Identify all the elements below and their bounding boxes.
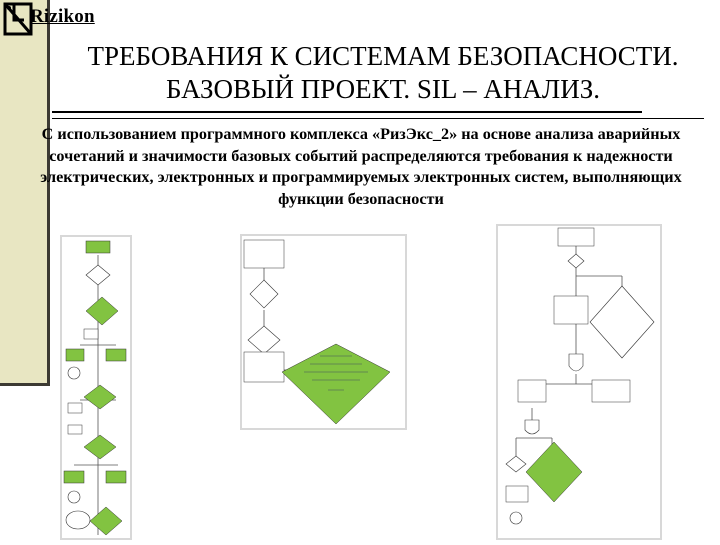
title-underline-thin bbox=[52, 118, 704, 119]
sidebar-divider bbox=[47, 0, 50, 383]
sidebar-bottom-rule bbox=[0, 383, 50, 386]
title-underline bbox=[52, 111, 642, 113]
rizikon-logo-icon bbox=[3, 2, 33, 36]
sidebar-band bbox=[0, 0, 47, 383]
fault-tree-diagram-icon bbox=[62, 237, 130, 538]
fault-tree-diagram-middle bbox=[240, 234, 407, 430]
title-line-1: ТРЕБОВАНИЯ К СИСТЕМАМ БЕЗОПАСНОСТИ. bbox=[87, 41, 679, 71]
logo-text: Rizikon bbox=[30, 6, 95, 27]
fault-tree-diagram-right bbox=[496, 224, 662, 540]
rizikon-logo: Rizikon bbox=[2, 0, 107, 40]
fault-tree-diagram-left bbox=[60, 235, 132, 540]
description-paragraph: С использованием программного комплекса … bbox=[40, 125, 682, 208]
page-title: ТРЕБОВАНИЯ К СИСТЕМАМ БЕЗОПАСНОСТИ. БАЗО… bbox=[52, 40, 714, 106]
title-line-2: БАЗОВЫЙ ПРОЕКТ. SIL – АНАЛИЗ. bbox=[165, 74, 601, 104]
fault-tree-diagram-icon bbox=[498, 226, 660, 538]
fault-tree-diagram-icon bbox=[242, 236, 405, 428]
